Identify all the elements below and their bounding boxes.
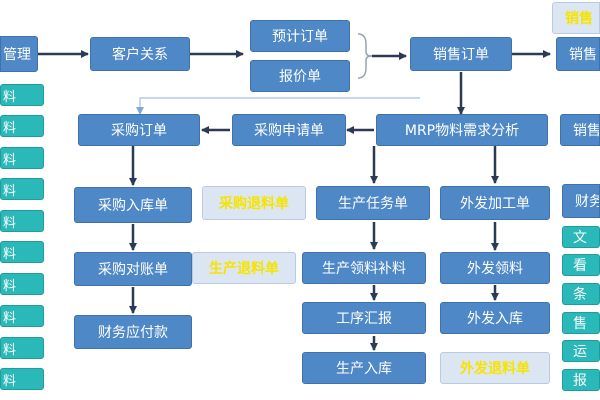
node-production-task: 生产任务单 (316, 186, 430, 220)
left-item: 料 (0, 210, 44, 232)
node-production-pick: 生产领料补料 (302, 252, 426, 284)
node-finance-right: 财务 (562, 184, 600, 218)
left-item: 料 (0, 273, 44, 295)
node-purchase-order: 采购订单 (78, 114, 200, 146)
node-forecast-order: 预计订单 (250, 20, 350, 52)
node-sales-top-right-highlight: 销售 (552, 2, 600, 34)
right-item: 看 (562, 254, 600, 276)
node-sales-mid-right: 销售 (560, 114, 600, 146)
right-item: 条 (562, 283, 600, 305)
node-process-report: 工序汇报 (302, 302, 426, 334)
right-item: 售 (562, 312, 600, 334)
node-sales-top-right: 销售 (556, 37, 600, 71)
left-item: 料 (0, 305, 44, 327)
left-item: 料 (0, 368, 44, 390)
left-item: 料 (0, 115, 44, 137)
node-production-return: 生产退料单 (192, 252, 296, 284)
left-item: 料 (0, 241, 44, 263)
right-item: 运 (562, 340, 600, 362)
left-item: 料 (0, 147, 44, 169)
node-outsource-return: 外发退料单 (440, 352, 550, 384)
left-item: 料 (0, 84, 44, 106)
node-customer-relation: 客户关系 (90, 37, 190, 71)
node-purchase-reconcile: 采购对账单 (74, 252, 192, 286)
node-management: 管理 (0, 36, 38, 72)
node-outsource-pick: 外发领料 (440, 252, 550, 284)
node-mrp: MRP物料需求分析 (376, 114, 548, 146)
node-purchase-request: 采购申请单 (232, 114, 346, 146)
node-purchase-return: 采购退料单 (202, 186, 306, 220)
node-outsource-receipt: 外发入库 (440, 302, 550, 334)
node-sales-order: 销售订单 (410, 37, 512, 71)
left-item: 料 (0, 337, 44, 359)
node-production-receipt: 生产入库 (302, 352, 426, 384)
right-item: 文 (562, 226, 600, 248)
node-purchase-receipt: 采购入库单 (74, 187, 192, 223)
node-finance-payable: 财务应付款 (74, 315, 192, 349)
node-outsource-order: 外发加工单 (440, 186, 550, 220)
right-item: 报 (562, 369, 600, 391)
left-item: 料 (0, 178, 44, 200)
node-quotation: 报价单 (250, 60, 350, 92)
